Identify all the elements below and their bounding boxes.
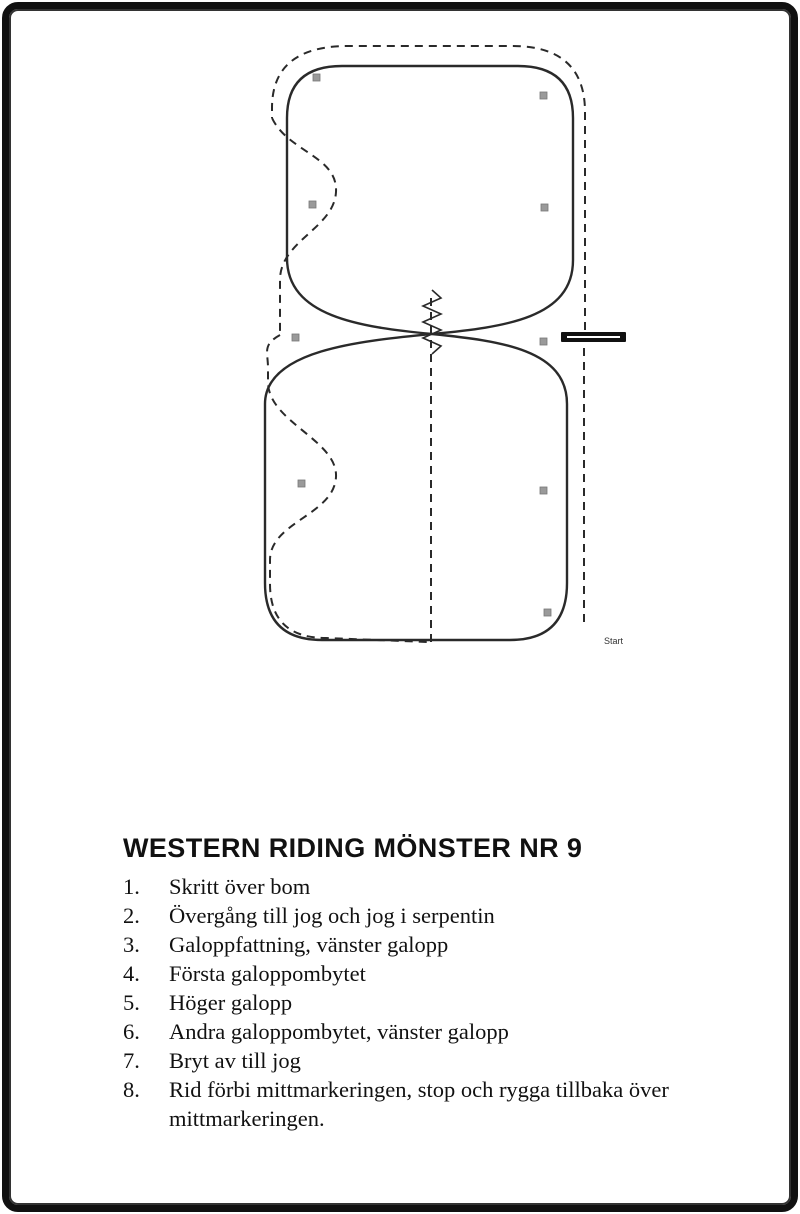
riding-pattern-diagram: Start <box>263 45 626 646</box>
cone-marker <box>539 337 548 346</box>
instruction-text: Andra galoppombytet, vänster galopp <box>169 1019 509 1044</box>
zigzag-icon <box>421 289 443 355</box>
instruction-item: 6. Andra galoppombytet, vänster galopp <box>123 1017 683 1046</box>
pattern-description: WESTERN RIDING MÖNSTER NR 9 1. Skritt öve… <box>123 833 683 1133</box>
lope-figure-eight-path <box>263 64 575 642</box>
cone-marker <box>539 486 548 495</box>
instruction-item: 3. Galoppfattning, vänster galopp <box>123 930 683 959</box>
instruction-text: Skritt över bom <box>169 874 311 899</box>
instruction-text: Rid förbi mittmarkeringen, stop och rygg… <box>169 1077 669 1131</box>
jog-serpentine-lower <box>266 334 429 643</box>
instruction-number: 4. <box>123 961 140 986</box>
instruction-text: Första galoppombytet <box>169 961 366 986</box>
instruction-item: 1. Skritt över bom <box>123 872 683 901</box>
bom-pole <box>561 332 626 342</box>
instruction-item: 7. Bryt av till jog <box>123 1046 683 1075</box>
instruction-list: 1. Skritt över bom 2. Övergång till jog och… <box>123 872 683 1133</box>
cone-markers <box>291 73 552 617</box>
cone-marker <box>291 333 300 342</box>
instruction-number: 1. <box>123 874 140 899</box>
page-title: WESTERN RIDING MÖNSTER NR 9 <box>123 833 583 863</box>
instruction-number: 5. <box>123 990 140 1015</box>
instruction-text: Bryt av till jog <box>169 1048 301 1073</box>
cone-marker <box>312 73 321 82</box>
instruction-item: 8. Rid förbi mittmarkeringen, stop och ry… <box>123 1075 683 1133</box>
instruction-number: 7. <box>123 1048 140 1073</box>
cone-marker <box>297 479 306 488</box>
instruction-number: 3. <box>123 932 140 957</box>
instruction-text: Övergång till jog och jog i serpentin <box>169 903 495 928</box>
instruction-item: 4. Första galoppombytet <box>123 959 683 988</box>
walk-path-outer-upper <box>271 45 586 330</box>
instruction-text: Galoppfattning, vänster galopp <box>169 932 449 957</box>
instruction-text: Höger galopp <box>169 990 293 1015</box>
instruction-item: 2. Övergång till jog och jog i serpentin <box>123 901 683 930</box>
jog-serpentine-upper <box>271 117 338 332</box>
cone-marker <box>540 203 549 212</box>
instruction-item: 5. Höger galopp <box>123 988 683 1017</box>
start-label: Start <box>604 636 624 646</box>
instruction-number: 8. <box>123 1077 140 1102</box>
instruction-number: 6. <box>123 1019 140 1044</box>
cone-marker <box>539 91 548 100</box>
cone-marker <box>543 608 552 617</box>
instruction-number: 2. <box>123 903 140 928</box>
cone-marker <box>308 200 317 209</box>
